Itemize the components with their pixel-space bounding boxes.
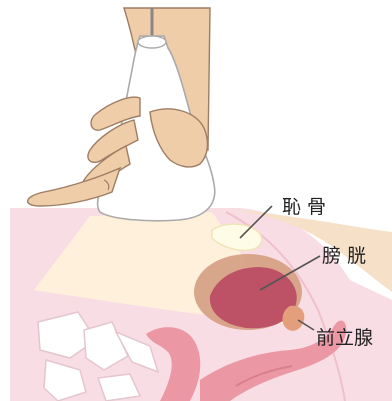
label-prostate: 前立腺 — [316, 327, 373, 349]
label-bladder: 膀 胱 — [322, 245, 366, 267]
probe-collar — [138, 36, 166, 48]
label-pubic-bone: 恥 骨 — [282, 196, 326, 218]
